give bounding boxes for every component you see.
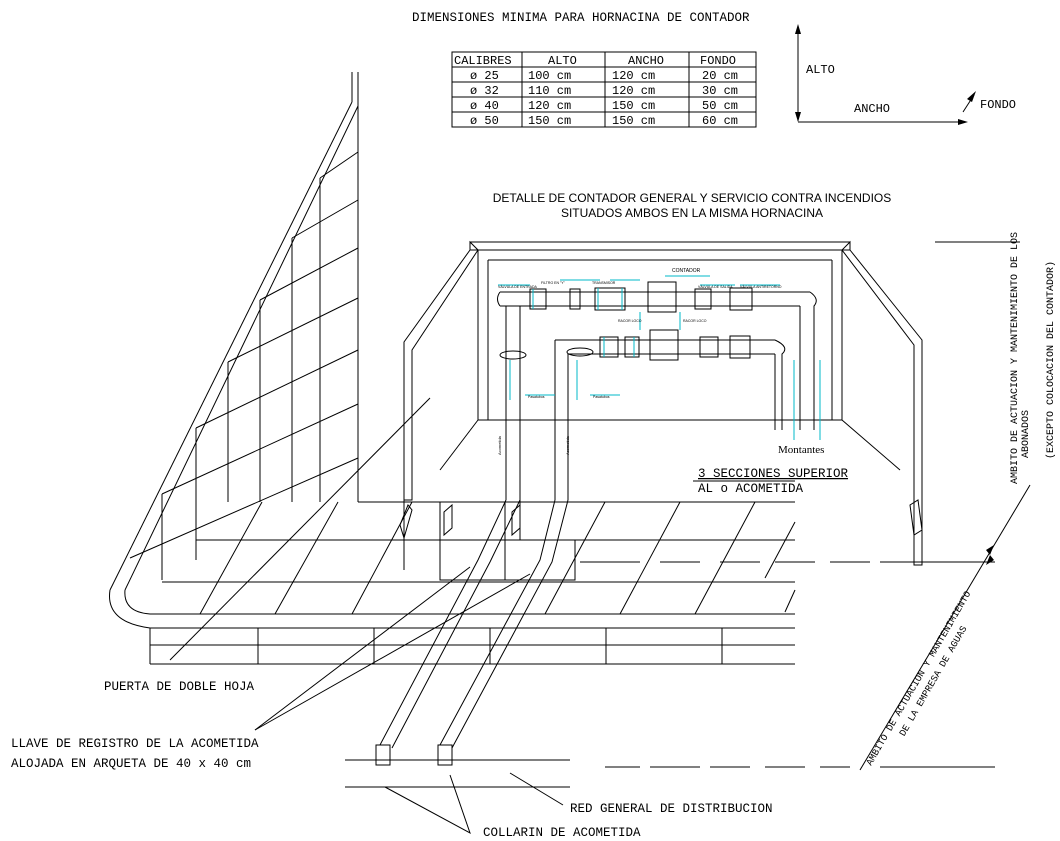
table-header: FONDO — [700, 54, 736, 68]
arrow-down-icon — [795, 112, 801, 122]
label-valvula-antiretorno: VÁLVULA ANTIRETORNO — [740, 285, 782, 289]
llave-label-line1: LLAVE DE REGISTRO DE LA ACOMETIDA — [11, 737, 259, 751]
label-racor-loco: RACOR LOCO — [683, 319, 707, 323]
table-cell: ø 25 — [470, 69, 499, 83]
detail-title-line1: DETALLE DE CONTADOR GENERAL Y SERVICIO C… — [493, 191, 892, 205]
label-pasatubos: Pasatubos — [528, 395, 545, 399]
leader-collarin — [384, 774, 471, 835]
table-cell: 20 cm — [702, 69, 738, 83]
ambito-abonados-line3: (EXCEPTO COLOCACION DEL CONTADOR) — [1045, 261, 1057, 459]
ambito-dimension — [859, 484, 1031, 771]
niche-cabinet — [399, 240, 923, 570]
table-cell: ø 40 — [470, 99, 499, 113]
label-acometida: Acometida — [497, 435, 502, 455]
arrow-up-icon — [795, 24, 801, 34]
red-label: RED GENERAL DE DISTRIBUCION — [570, 802, 773, 816]
ancho-label: ANCHO — [854, 102, 890, 116]
table-cell: 30 cm — [702, 84, 738, 98]
label-valvula-entrada: VÁLVULA DE ENTRADA — [498, 285, 538, 289]
leader-llave — [254, 566, 471, 731]
arrow-diagonal-icon — [967, 91, 976, 102]
label-transmisor: TRANSMISOR — [592, 281, 616, 285]
table-cell: 50 cm — [702, 99, 738, 113]
ambito-abonados-line1: AMBITO DE ACTUACION Y MANTENIMIENTO DE L… — [1010, 232, 1021, 484]
table-cell: 100 cm — [528, 69, 571, 83]
table-cell: 120 cm — [612, 69, 655, 83]
table-cell: 110 cm — [528, 84, 571, 98]
puerta-label: PUERTA DE DOBLE HOJA — [104, 680, 255, 694]
arqueta-boxes — [439, 500, 576, 581]
label-acometida: Acometida — [565, 435, 570, 455]
table-cell: 60 cm — [702, 114, 738, 128]
table-cell: 150 cm — [528, 114, 571, 128]
secciones-line1: 3 SECCIONES SUPERIOR — [698, 467, 849, 481]
secciones-line2: AL o ACOMETIDA — [698, 482, 804, 496]
axes-indicator: ALTO ANCHO FONDO — [795, 24, 1016, 125]
table-header: CALIBRES — [454, 54, 512, 68]
table-cell: ø 50 — [470, 114, 499, 128]
dimensions-table: CALIBRES ALTO ANCHO FONDO ø 25 100 cm 12… — [451, 51, 757, 128]
label-racor-loco: RACOR LOCO — [618, 319, 642, 323]
label-contador: CONTADOR — [672, 268, 701, 274]
table-header: ALTO — [548, 54, 577, 68]
building-facade — [109, 72, 359, 591]
leader-llave-2 — [254, 573, 531, 731]
collarin-label: COLLARIN DE ACOMETIDA — [483, 826, 641, 840]
fondo-label: FONDO — [980, 98, 1016, 112]
ambito-abonados-line2: ABONADOS — [1021, 410, 1032, 458]
table-cell: 120 cm — [528, 99, 571, 113]
table-cell: 150 cm — [612, 99, 655, 113]
table-header: ANCHO — [628, 54, 664, 68]
dimensions-title: DIMENSIONES MINIMA PARA HORNACINA DE CON… — [412, 11, 750, 25]
detail-title-line2: SITUADOS AMBOS EN LA MISMA HORNACINA — [561, 206, 823, 220]
table-cell: 120 cm — [612, 84, 655, 98]
montantes-label: Montantes — [778, 444, 824, 456]
llave-label-line2: ALOJADA EN ARQUETA DE 40 x 40 cm — [11, 757, 251, 771]
arrow-right-icon — [958, 119, 968, 125]
ambito-empresa-text: AMBITO DE ACTUACION Y MANTENIMIENTO DE L… — [864, 589, 973, 768]
leader-red — [509, 772, 564, 806]
label-pasatubos: Pasatubos — [593, 395, 610, 399]
label-filtro: FILTRO EN "Y" — [541, 281, 566, 285]
piping — [375, 275, 821, 766]
label-valvula-salida: VÁLVULA DE SALIDA — [698, 285, 733, 289]
alto-label: ALTO — [806, 63, 835, 77]
leader-puerta — [169, 397, 431, 661]
ambito-empresa-line1: AMBITO DE ACTUACION Y MANTENIMIENTO — [864, 589, 973, 768]
ambito-abonados-text: AMBITO DE ACTUACION Y MANTENIMIENTO DE L… — [1010, 232, 1057, 484]
table-cell: ø 32 — [470, 84, 499, 98]
table-cell: 150 cm — [612, 114, 655, 128]
